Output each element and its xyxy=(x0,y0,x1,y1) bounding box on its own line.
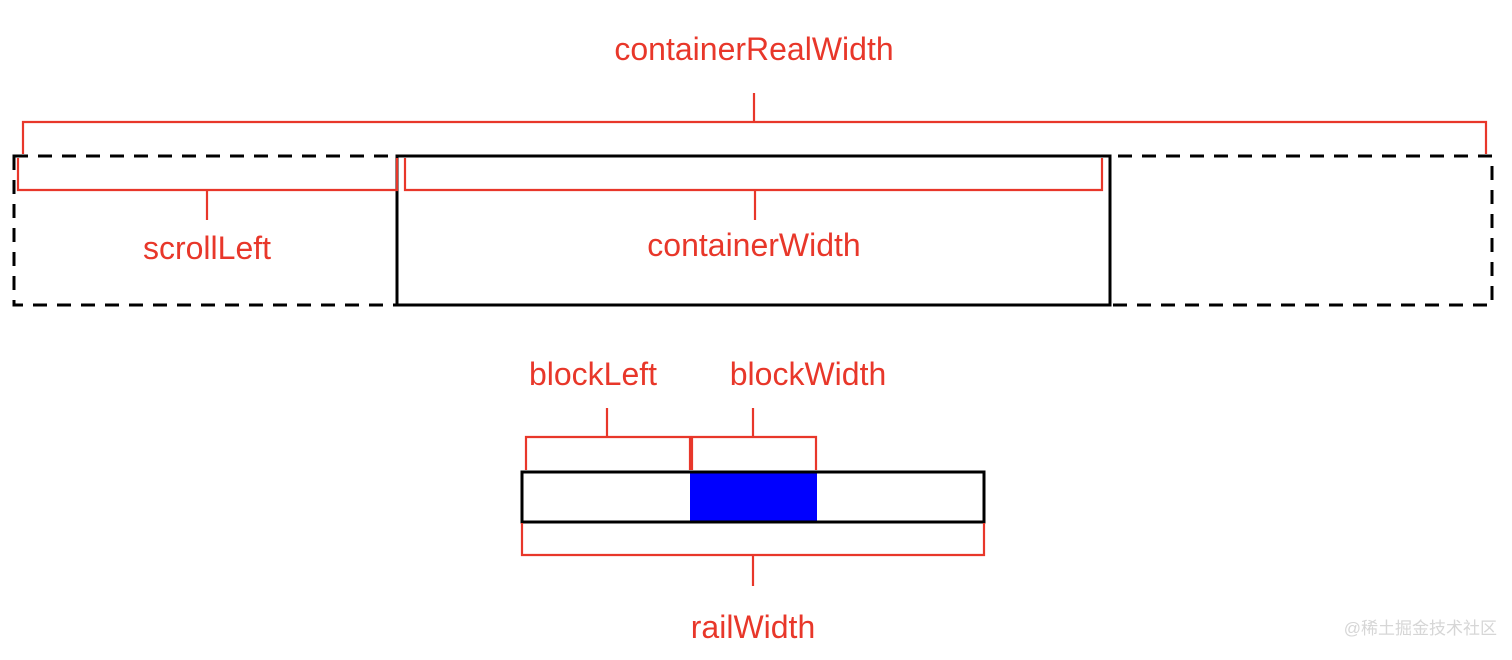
label-container-real-width: containerRealWidth xyxy=(614,31,893,67)
label-block-left: blockLeft xyxy=(529,356,657,392)
bracket-scroll-left xyxy=(16,158,399,192)
watermark: @稀土掘金技术社区 xyxy=(1344,619,1497,638)
bracket-rail-width xyxy=(520,523,986,557)
scrollbar-block-thumb[interactable] xyxy=(690,473,817,521)
bracket-container-width xyxy=(403,158,1104,192)
scrollbar-rail-outline xyxy=(520,470,986,524)
label-rail-width: railWidth xyxy=(691,609,815,645)
bracket-container-real-width xyxy=(21,120,1488,154)
bracket-block-left xyxy=(524,435,692,470)
bracket-block-width xyxy=(690,435,818,470)
container-viewport-box xyxy=(395,154,1112,307)
label-block-width: blockWidth xyxy=(730,356,887,392)
label-container-width: containerWidth xyxy=(647,227,860,263)
label-scroll-left: scrollLeft xyxy=(143,230,271,266)
